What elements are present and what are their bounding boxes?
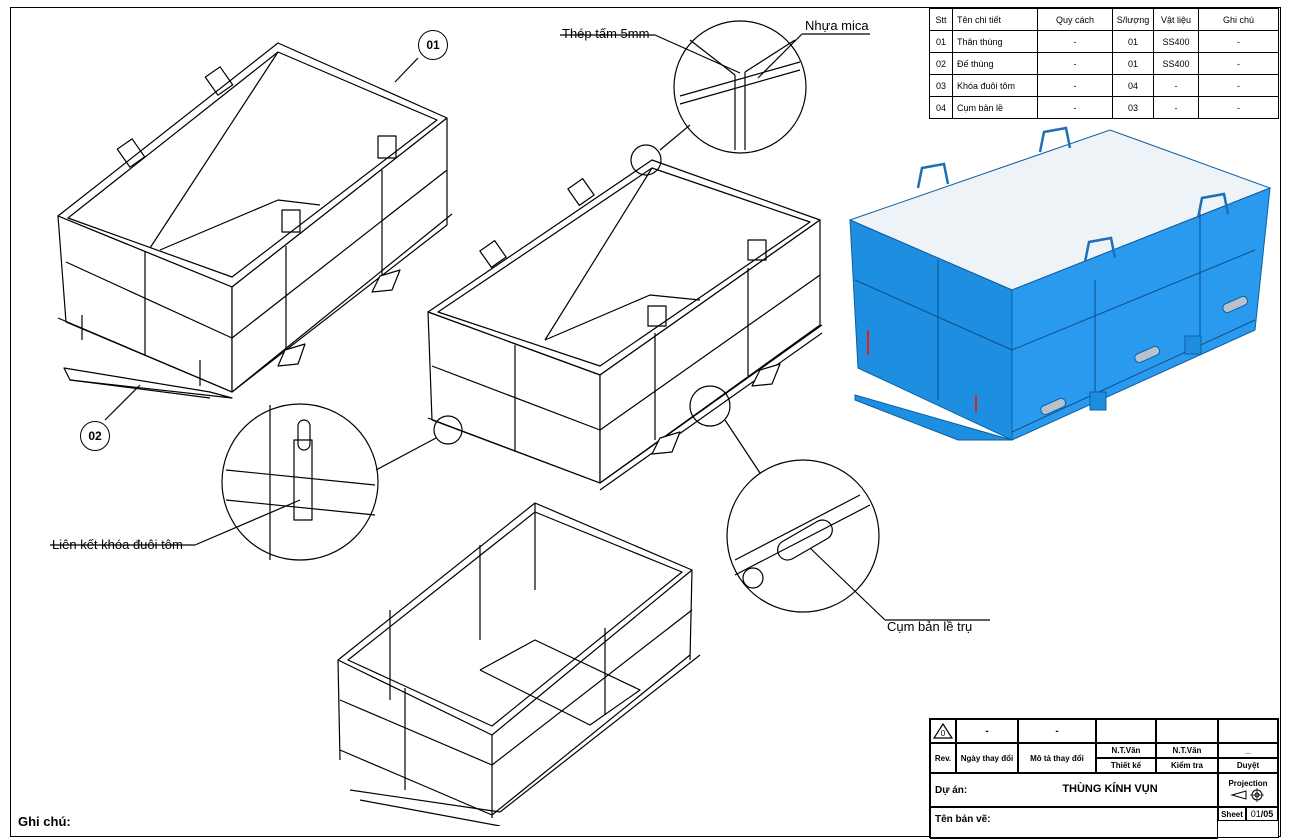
bom-cell: - <box>1037 52 1113 75</box>
blank-cell <box>1096 719 1156 743</box>
sheet-label: Sheet <box>1218 807 1246 821</box>
steel-plate-label: Thép tấm 5mm <box>562 26 650 41</box>
bom-cell: - <box>1153 96 1199 119</box>
bom-cell: SS400 <box>1153 52 1199 75</box>
lock-link-label: Liên kết khóa đuôi tôm <box>52 537 183 552</box>
project-label: Dự án: <box>930 773 1218 807</box>
bom-cell: Cụm bản lề <box>952 96 1038 119</box>
bom-cell: - <box>1198 74 1279 97</box>
project-name: THÙNG KÍNH VỤN <box>1062 783 1158 795</box>
detail-circle-lock <box>50 403 463 561</box>
checker-name: N.T.Văn <box>1156 743 1218 758</box>
iso-view-frame <box>337 502 701 826</box>
bom-cell: - <box>1153 74 1199 97</box>
render-blue-bin <box>848 126 1272 441</box>
bom-cell: SS400 <box>1153 30 1199 53</box>
bom-header-stt: Stt <box>929 8 953 31</box>
bom-cell: 01 <box>929 30 953 53</box>
detail-circle-hinge <box>689 385 990 621</box>
leader-02 <box>104 384 141 421</box>
bom-header-name: Tên chi tiết <box>952 8 1038 31</box>
bom-header-row: Stt Tên chi tiết Quy cách S/lượng Vật li… <box>929 8 1279 31</box>
sheet-total: /05 <box>1260 809 1274 819</box>
bill-of-materials-table: Stt Tên chi tiết Quy cách S/lượng Vật li… <box>929 8 1279 119</box>
leader-01 <box>394 57 419 83</box>
projection-symbol-icon <box>1230 787 1264 802</box>
table-row: 02 Đế thùng - 01 SS400 - <box>929 52 1279 75</box>
table-row: 04 Cụm bản lề - 03 - - <box>929 96 1279 119</box>
bom-header-spec: Quy cách <box>1037 8 1113 31</box>
bom-cell: Khóa đuôi tôm <box>952 74 1038 97</box>
blank-cell <box>1156 719 1218 743</box>
rev-label: Rev. <box>930 743 956 773</box>
projection-label: Projection <box>1228 778 1268 788</box>
blank-cell <box>1218 719 1278 743</box>
title-block: 0 - - Rev. Ngày thay đổi Mô tả thay đổi … <box>929 718 1279 839</box>
projection-cell: Projection <box>1218 773 1278 807</box>
bom-cell: - <box>1198 30 1279 53</box>
desc-label: Mô tả thay đổi <box>1018 743 1096 773</box>
bom-cell: - <box>1198 96 1279 119</box>
bom-cell: - <box>1198 52 1279 75</box>
rev-symbol: 0 <box>941 729 946 738</box>
sheet-value: 01 <box>1250 809 1261 819</box>
rev-date-value: - <box>956 719 1018 743</box>
balloon-part-01: 01 <box>418 30 448 60</box>
designer-name: N.T.Văn <box>1096 743 1156 758</box>
mica-label: Nhựa mica <box>805 18 869 33</box>
table-row: 03 Khóa đuôi tôm - 04 - - <box>929 74 1279 97</box>
bom-cell: 04 <box>1112 74 1154 97</box>
bom-cell: 04 <box>929 96 953 119</box>
iso-view-bin-left <box>57 42 453 399</box>
revision-triangle-icon: 0 <box>930 719 956 743</box>
table-row: 01 Thân thùng - 01 SS400 - <box>929 30 1279 53</box>
bom-cell: 03 <box>1112 96 1154 119</box>
sheet-number: 01/05 <box>1246 807 1278 821</box>
bom-header-note: Ghi chú <box>1198 8 1279 31</box>
iso-view-bin-middle <box>427 159 823 491</box>
bom-cell: - <box>1037 96 1113 119</box>
drawing-name-label: Tên bản vẽ: <box>930 807 1218 839</box>
approver-name: _ <box>1218 743 1278 758</box>
hinge-label: Cụm bản lề trụ <box>887 619 973 634</box>
detail-circle-top <box>560 20 870 176</box>
bom-cell: 03 <box>929 74 953 97</box>
designer-label: Thiết kế <box>1096 758 1156 773</box>
notes-label: Ghi chú: <box>18 814 71 829</box>
checker-label: Kiểm tra <box>1156 758 1218 773</box>
balloon-part-02: 02 <box>80 421 110 451</box>
rev-desc-value: - <box>1018 719 1096 743</box>
bom-cell: Đế thùng <box>952 52 1038 75</box>
bom-cell: 02 <box>929 52 953 75</box>
bom-cell: Thân thùng <box>952 30 1038 53</box>
bom-cell: 01 <box>1112 52 1154 75</box>
date-label: Ngày thay đổi <box>956 743 1018 773</box>
bom-header-material: Vật liệu <box>1153 8 1199 31</box>
bom-header-qty: S/lượng <box>1112 8 1154 31</box>
bom-cell: - <box>1037 30 1113 53</box>
approver-label: Duyệt <box>1218 758 1278 773</box>
bom-cell: - <box>1037 74 1113 97</box>
bom-cell: 01 <box>1112 30 1154 53</box>
